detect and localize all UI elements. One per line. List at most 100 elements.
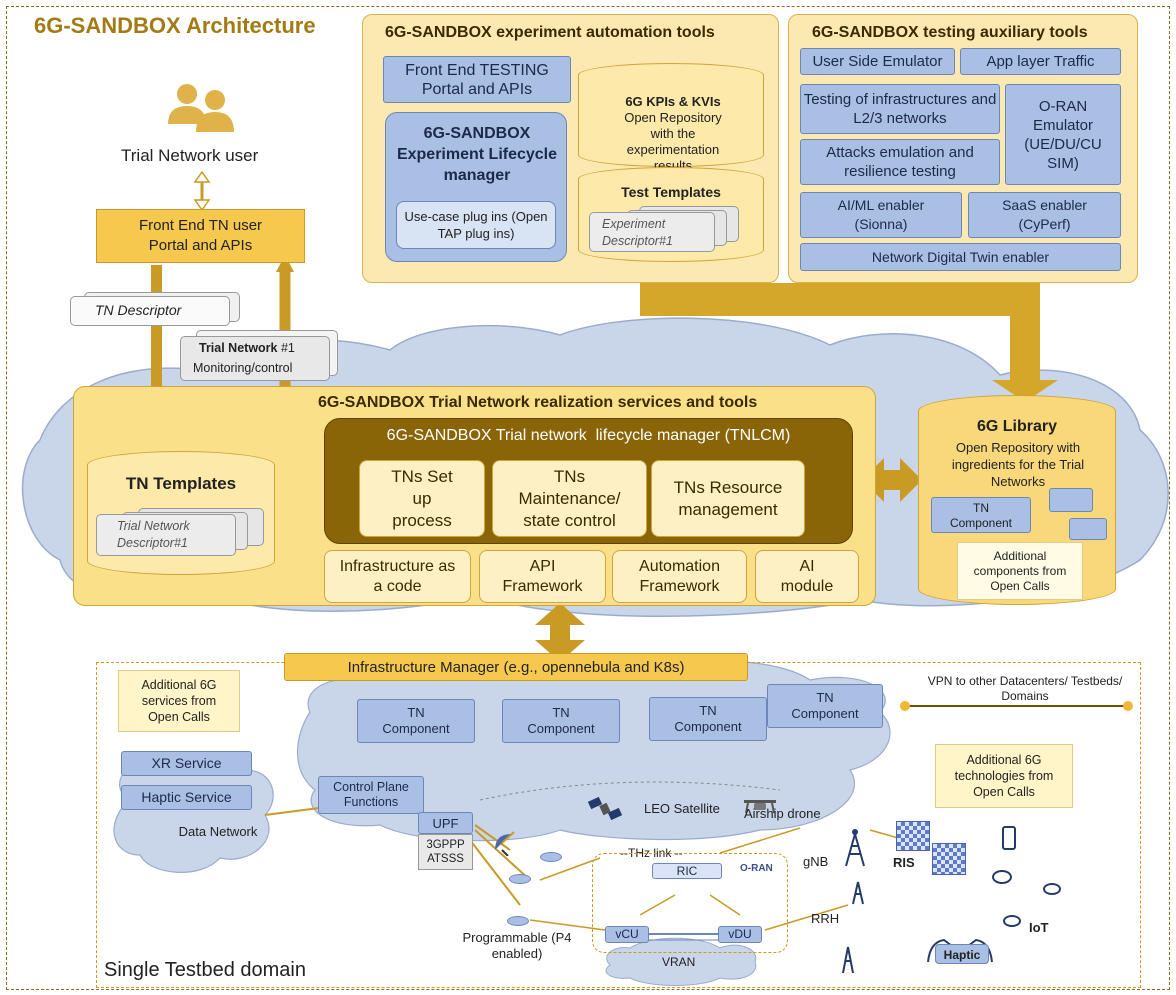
tns-resource-box[interactable]: TNs Resource management: [651, 460, 805, 537]
usecase-plugins-box[interactable]: Use-case plug ins (Open TAP plug ins): [396, 201, 556, 249]
tn-component-1-label: TN Component: [382, 705, 450, 736]
tn-templates-label: TN Templates: [125, 474, 237, 493]
haptic-box[interactable]: Haptic: [935, 944, 989, 964]
front-end-tn-box[interactable]: Front End TN user Portal and APIs: [96, 209, 305, 263]
tn-component-1[interactable]: TN Component: [357, 699, 475, 743]
tns-maintenance-label: TNs Maintenance/ state control: [518, 466, 621, 530]
vcu-label: vCU: [615, 927, 639, 941]
satellite-dish-icon: [492, 828, 520, 856]
api-framework-box[interactable]: API Framework: [479, 550, 606, 603]
iot-device-icon-3: [1003, 915, 1021, 927]
tn-component-3[interactable]: TN Component: [649, 697, 767, 741]
api-framework-label: API Framework: [502, 557, 583, 595]
trial-network-card[interactable]: Trial Network #1 Monitoring/control: [180, 336, 330, 381]
front-end-testing-box[interactable]: Front End TESTING Portal and APIs: [383, 56, 571, 103]
ris-panel-2: [932, 843, 966, 875]
iot-device-icon-1: [992, 870, 1012, 884]
oran-emulator-box[interactable]: O-RAN Emulator (UE/DU/CU SIM): [1005, 84, 1121, 185]
iac-box[interactable]: Infrastructure as a code: [324, 550, 471, 603]
arrow-realization-infra: [535, 603, 585, 662]
app-layer-traffic-box[interactable]: App layer Traffic: [960, 48, 1121, 75]
saas-enabler-box[interactable]: SaaS enabler (CyPerf): [968, 192, 1121, 238]
upf-label: UPF: [432, 815, 459, 831]
infra-manager-box[interactable]: Infrastructure Manager (e.g., opennebula…: [284, 653, 748, 681]
ric-box[interactable]: RIC: [652, 863, 722, 879]
additional-services-label: Additional 6G services from Open Calls: [141, 678, 217, 724]
digital-twin-box[interactable]: Network Digital Twin enabler: [800, 243, 1121, 271]
vdu-box[interactable]: vDU: [718, 926, 762, 943]
vdu-label: vDU: [728, 927, 752, 941]
automation-framework-box[interactable]: Automation Framework: [612, 550, 747, 603]
tn-component-4[interactable]: TN Component: [767, 684, 883, 728]
outer-frame: [6, 6, 1170, 990]
test-templates-cylinder[interactable]: Test Templates Experiment Descriptor#1: [578, 167, 764, 262]
tn-descriptor-card[interactable]: TN Descriptor: [70, 296, 230, 326]
gnb-label: gNB: [803, 854, 829, 869]
leo-satellite-label: LEO Satellite: [644, 801, 720, 816]
router-icon-2: [509, 874, 531, 884]
programmable-label: Programmable (P4 enabled): [462, 930, 572, 961]
haptic-service-label: Haptic Service: [141, 789, 232, 805]
phone-icon: [1002, 826, 1016, 850]
iot-device-icon-2: [1043, 883, 1061, 895]
architecture-title: 6G-SANDBOX Architecture: [34, 13, 316, 38]
digital-twin-label: Network Digital Twin enabler: [871, 248, 1050, 265]
vcu-box[interactable]: vCU: [605, 926, 649, 943]
auxiliary-tools-title: 6G-SANDBOX testing auxiliary tools: [812, 24, 1088, 41]
lifecycle-manager-label: 6G-SANDBOX Experiment Lifecycle manager: [396, 125, 558, 184]
user-side-emulator-label: User Side Emulator: [812, 53, 943, 70]
ai-module-box[interactable]: AI module: [755, 550, 859, 603]
arrow-tnlcm-library: [862, 458, 922, 502]
drone-icon: [738, 797, 782, 817]
vran-label: VRAN: [662, 955, 696, 969]
iot-label: IoT: [1029, 920, 1049, 935]
tns-setup-label: TNs Set up process: [391, 466, 453, 530]
ric-label: RIC: [676, 863, 698, 878]
library-tn-component[interactable]: TN Component: [931, 497, 1031, 533]
single-testbed-domain-label: Single Testbed domain: [104, 959, 306, 981]
attacks-emulation-box[interactable]: Attacks emulation and resilience testing: [800, 139, 1000, 185]
front-end-testing-label: Front End TESTING Portal and APIs: [405, 61, 549, 98]
aiml-enabler-label: AI/ML enabler (Sionna): [837, 197, 925, 232]
tn-templates-cylinder[interactable]: TN Templates Trial Network Descriptor#1: [87, 451, 275, 575]
aiml-enabler-box[interactable]: AI/ML enabler (Sionna): [800, 192, 962, 238]
kpis-desc: Open Repository with the experimentation…: [624, 110, 722, 173]
vran-frame: [592, 853, 788, 953]
xr-service-box[interactable]: XR Service: [121, 751, 252, 776]
upf-box[interactable]: UPF: [418, 812, 473, 834]
arrow-auxiliary-to-library: [905, 283, 1058, 402]
library-additional-label: Additional components from Open Calls: [973, 548, 1067, 593]
atsss-label: 3GPPP ATSSS: [426, 839, 465, 865]
user-side-emulator-box[interactable]: User Side Emulator: [800, 48, 955, 75]
tns-setup-box[interactable]: TNs Set up process: [359, 460, 485, 537]
oran-emulator-label: O-RAN Emulator (UE/DU/CU SIM): [1024, 97, 1102, 172]
tns-resource-label: TNs Resource management: [673, 477, 783, 519]
control-plane-label: Control Plane Functions: [333, 780, 409, 809]
tn-component-2[interactable]: TN Component: [502, 699, 620, 743]
tn-descriptor-label: TN Descriptor: [95, 302, 182, 318]
trial-network-descriptor-card[interactable]: Trial Network Descriptor#1: [96, 514, 236, 556]
arrowhead-up: [276, 255, 294, 272]
library-cylinder[interactable]: 6G Library Open Repository with ingredie…: [918, 395, 1116, 605]
experiment-descriptor-card[interactable]: Experiment Descriptor#1: [589, 212, 715, 252]
haptic-service-box[interactable]: Haptic Service: [121, 785, 252, 810]
attacks-emulation-label: Attacks emulation and resilience testing: [826, 144, 974, 180]
vpn-label: VPN to other Datacenters/ Testbeds/ Doma…: [927, 674, 1123, 703]
testing-infra-box[interactable]: Testing of infrastructures and L2/3 netw…: [800, 84, 1000, 134]
lifecycle-manager-box[interactable]: 6G-SANDBOX Experiment Lifecycle manager …: [385, 112, 567, 262]
test-templates-label: Test Templates: [621, 184, 721, 200]
control-plane-box[interactable]: Control Plane Functions: [318, 776, 424, 814]
ai-module-label: AI module: [780, 557, 834, 595]
kpis-repository-cylinder[interactable]: 6G KPIs & KVIs Open Repository with the …: [578, 63, 764, 173]
tn-component-2-label: TN Component: [527, 705, 595, 736]
library-tn-component-label: TN Component: [949, 501, 1013, 530]
atsss-box[interactable]: 3GPPP ATSSS: [418, 834, 473, 870]
testing-infra-label: Testing of infrastructures and L2/3 netw…: [803, 91, 997, 127]
tns-maintenance-box[interactable]: TNs Maintenance/ state control: [492, 460, 647, 537]
rrh-label: RRH: [811, 911, 840, 926]
infra-manager-label: Infrastructure Manager (e.g., opennebula…: [347, 658, 685, 676]
usecase-plugins-label: Use-case plug ins (Open TAP plug ins): [404, 209, 548, 241]
front-end-tn-label: Front End TN user Portal and APIs: [138, 217, 263, 254]
trial-network-number: #1: [280, 341, 295, 355]
